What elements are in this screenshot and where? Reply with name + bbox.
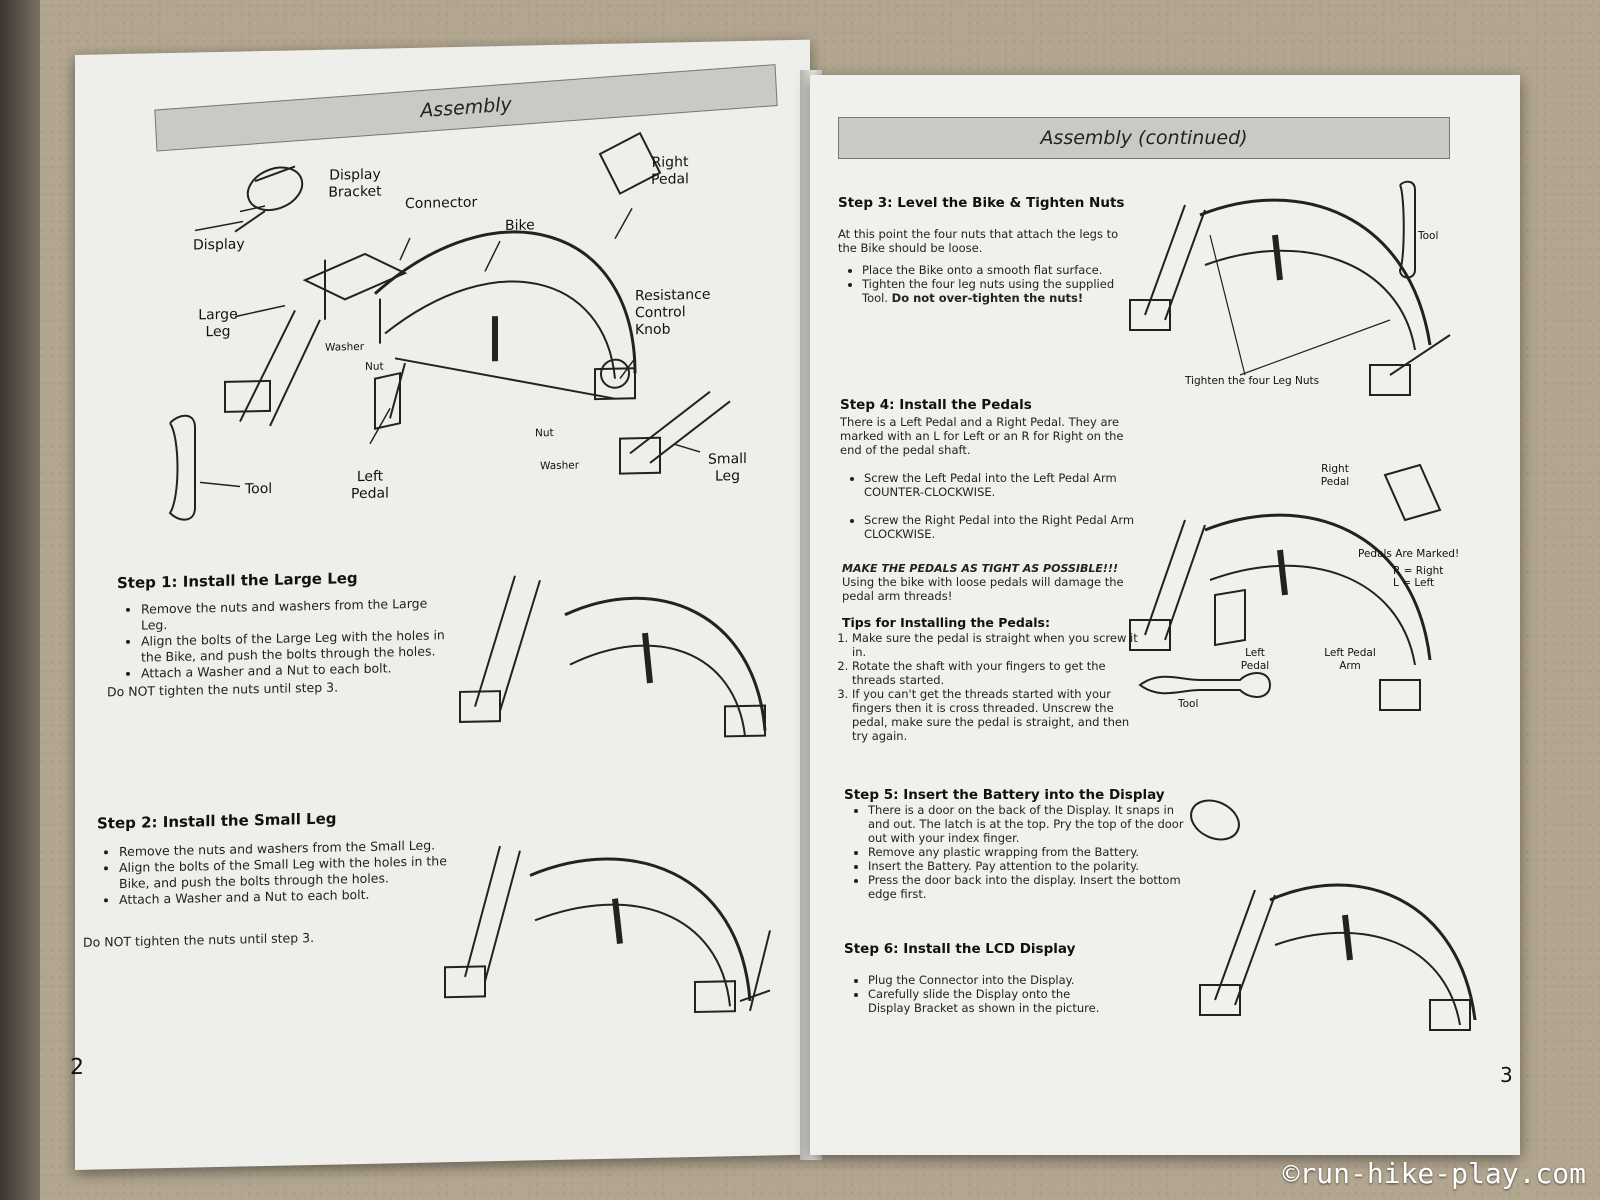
- step1-diagram: [459, 575, 767, 738]
- label-nut-1: Nut: [365, 360, 384, 373]
- step4-bullet: Screw the Right Pedal into the Right Ped…: [864, 513, 1160, 541]
- label-washer-2: Washer: [540, 459, 580, 473]
- step1-note: Do NOT tighten the nuts until step 3.: [107, 679, 339, 700]
- step6-bullet: Plug the Connector into the Display.: [868, 973, 1104, 987]
- step3-title: Step 3: Level the Bike & Tighten Nuts: [838, 195, 1125, 211]
- label-nut-2: Nut: [535, 426, 554, 440]
- label-step4-left-pedal: Left Pedal: [1240, 647, 1270, 672]
- label-step4-l: L = Left: [1393, 577, 1435, 589]
- manual-page-left: Assembly: [70, 39, 810, 1170]
- step4-warning: MAKE THE PEDALS AS TIGHT AS POSSIBLE!!!: [842, 562, 1118, 575]
- step4-warning-text: Using the bike with loose pedals will da…: [842, 575, 1124, 603]
- step5-bullet: There is a door on the back of the Displ…: [868, 803, 1184, 845]
- step3-bullets: Place the Bike onto a smooth flat surfac…: [838, 263, 1138, 305]
- step4-tips: Make sure the pedal is straight when you…: [828, 631, 1148, 743]
- exploded-bike-diagram: [168, 131, 731, 521]
- label-display: Display: [193, 236, 245, 254]
- step1-bullets: Remove the nuts and washers from the Lar…: [117, 595, 457, 682]
- label-small-leg: Small Leg: [708, 450, 747, 485]
- step2-diagram: [444, 845, 771, 1014]
- step3-bullet-text: Tighten the four leg nuts using the supp…: [862, 277, 1115, 305]
- step5-bullet: Remove any plastic wrapping from the Bat…: [868, 845, 1184, 859]
- step2-note: Do NOT tighten the nuts until step 3.: [83, 929, 315, 950]
- label-left-pedal: Left Pedal: [351, 468, 389, 503]
- step2-title: Step 2: Install the Small Leg: [97, 809, 337, 833]
- label-washer-1: Washer: [325, 340, 365, 354]
- label-bike: Bike: [505, 217, 535, 234]
- header-text: Assembly (continued): [1040, 127, 1248, 149]
- step1-bullet: Align the bolts of the Large Leg with th…: [141, 627, 457, 666]
- label-step3-nuts: Tighten the four Leg Nuts: [1185, 375, 1320, 387]
- step5-6-diagram: [1190, 799, 1477, 1031]
- step2-bullets: Remove the nuts and washers from the Sma…: [95, 837, 455, 909]
- label-connector: Connector: [405, 194, 478, 213]
- label-large-leg: Large Leg: [198, 306, 238, 341]
- tip-item: Make sure the pedal is straight when you…: [852, 631, 1148, 659]
- step4-tips-title: Tips for Installing the Pedals:: [842, 615, 1050, 630]
- dark-edge: [0, 0, 40, 1200]
- label-step4-left-arm: Left Pedal Arm: [1324, 647, 1376, 672]
- section-header-assembly-continued: Assembly (continued): [838, 117, 1450, 159]
- step3-warning: Do not over-tighten the nuts!: [891, 291, 1084, 305]
- step1-title: Step 1: Install the Large Leg: [117, 569, 358, 593]
- step5-bullets: There is a door on the back of the Displ…: [844, 803, 1184, 901]
- step3-bullet: Place the Bike onto a smooth flat surfac…: [862, 263, 1138, 277]
- label-step4-tool: Tool: [1178, 698, 1199, 710]
- tip-item: If you can't get the threads started wit…: [852, 687, 1148, 743]
- step6-bullet: Carefully slide the Display onto the Dis…: [868, 987, 1104, 1015]
- tip-item: Rotate the shaft with your fingers to ge…: [852, 659, 1148, 687]
- label-step4-marked: Pedals Are Marked!: [1358, 548, 1460, 560]
- page-number-right: 3: [1500, 1063, 1513, 1087]
- step4-title: Step 4: Install the Pedals: [840, 397, 1032, 413]
- manual-page-right: Assembly (continued) Step 3: Level the B…: [810, 75, 1520, 1155]
- step5-title: Step 5: Insert the Battery into the Disp…: [844, 787, 1165, 803]
- watermark: ©run-hike-play.com: [1282, 1157, 1586, 1190]
- step4-diagram: [1129, 463, 1442, 711]
- step4-intro: There is a Left Pedal and a Right Pedal.…: [840, 415, 1124, 457]
- page-number-left: 2: [70, 1054, 84, 1081]
- step3-diagram: [1129, 180, 1451, 396]
- label-display-bracket: Display Bracket: [328, 166, 382, 201]
- label-step3-tool: Tool: [1418, 230, 1439, 242]
- step5-bullet: Press the door back into the display. In…: [868, 873, 1184, 901]
- step3-intro: At this point the four nuts that attach …: [838, 227, 1119, 255]
- label-tool: Tool: [245, 480, 273, 498]
- step4-bullet: Screw the Left Pedal into the Left Pedal…: [864, 471, 1160, 499]
- step4-bullets: Screw the Left Pedal into the Left Pedal…: [840, 471, 1160, 541]
- step3-bullet: Tighten the four leg nuts using the supp…: [862, 277, 1138, 305]
- label-step4-right-pedal: Right Pedal: [1320, 463, 1350, 488]
- step5-bullet: Insert the Battery. Pay attention to the…: [868, 859, 1184, 873]
- label-step4-r: R = Right: [1393, 565, 1444, 577]
- step6-title: Step 6: Install the LCD Display: [844, 941, 1076, 957]
- label-resistance-knob: Resistance Control Knob: [635, 286, 711, 339]
- step6-bullets: Plug the Connector into the Display. Car…: [844, 973, 1104, 1015]
- label-right-pedal: Right Pedal: [651, 154, 689, 188]
